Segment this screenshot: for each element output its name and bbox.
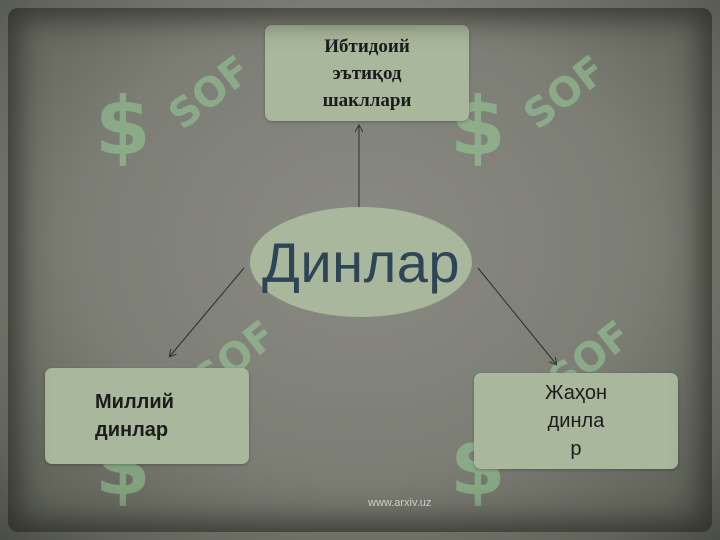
footer-url: www.arxiv.uz bbox=[368, 497, 432, 509]
arrow-to-right bbox=[477, 267, 556, 364]
center-node-religions: Динлар bbox=[250, 207, 472, 317]
node-national-religions: Миллий динлар bbox=[45, 368, 249, 464]
node-world-religions-label: Жаҳон динла р bbox=[545, 382, 607, 460]
center-node-label: Динлар bbox=[261, 230, 461, 294]
node-primitive-beliefs: Ибтидоий эътиқод шакллари bbox=[265, 25, 469, 121]
arrow-to-left bbox=[170, 267, 245, 356]
node-world-religions: Жаҳон динла р bbox=[474, 373, 678, 469]
watermark-logo-icon: $ bbox=[95, 80, 151, 173]
node-primitive-beliefs-label: Ибтидоий эътиқод шакллари bbox=[322, 35, 412, 111]
node-national-religions-label: Миллий динлар bbox=[95, 391, 174, 441]
